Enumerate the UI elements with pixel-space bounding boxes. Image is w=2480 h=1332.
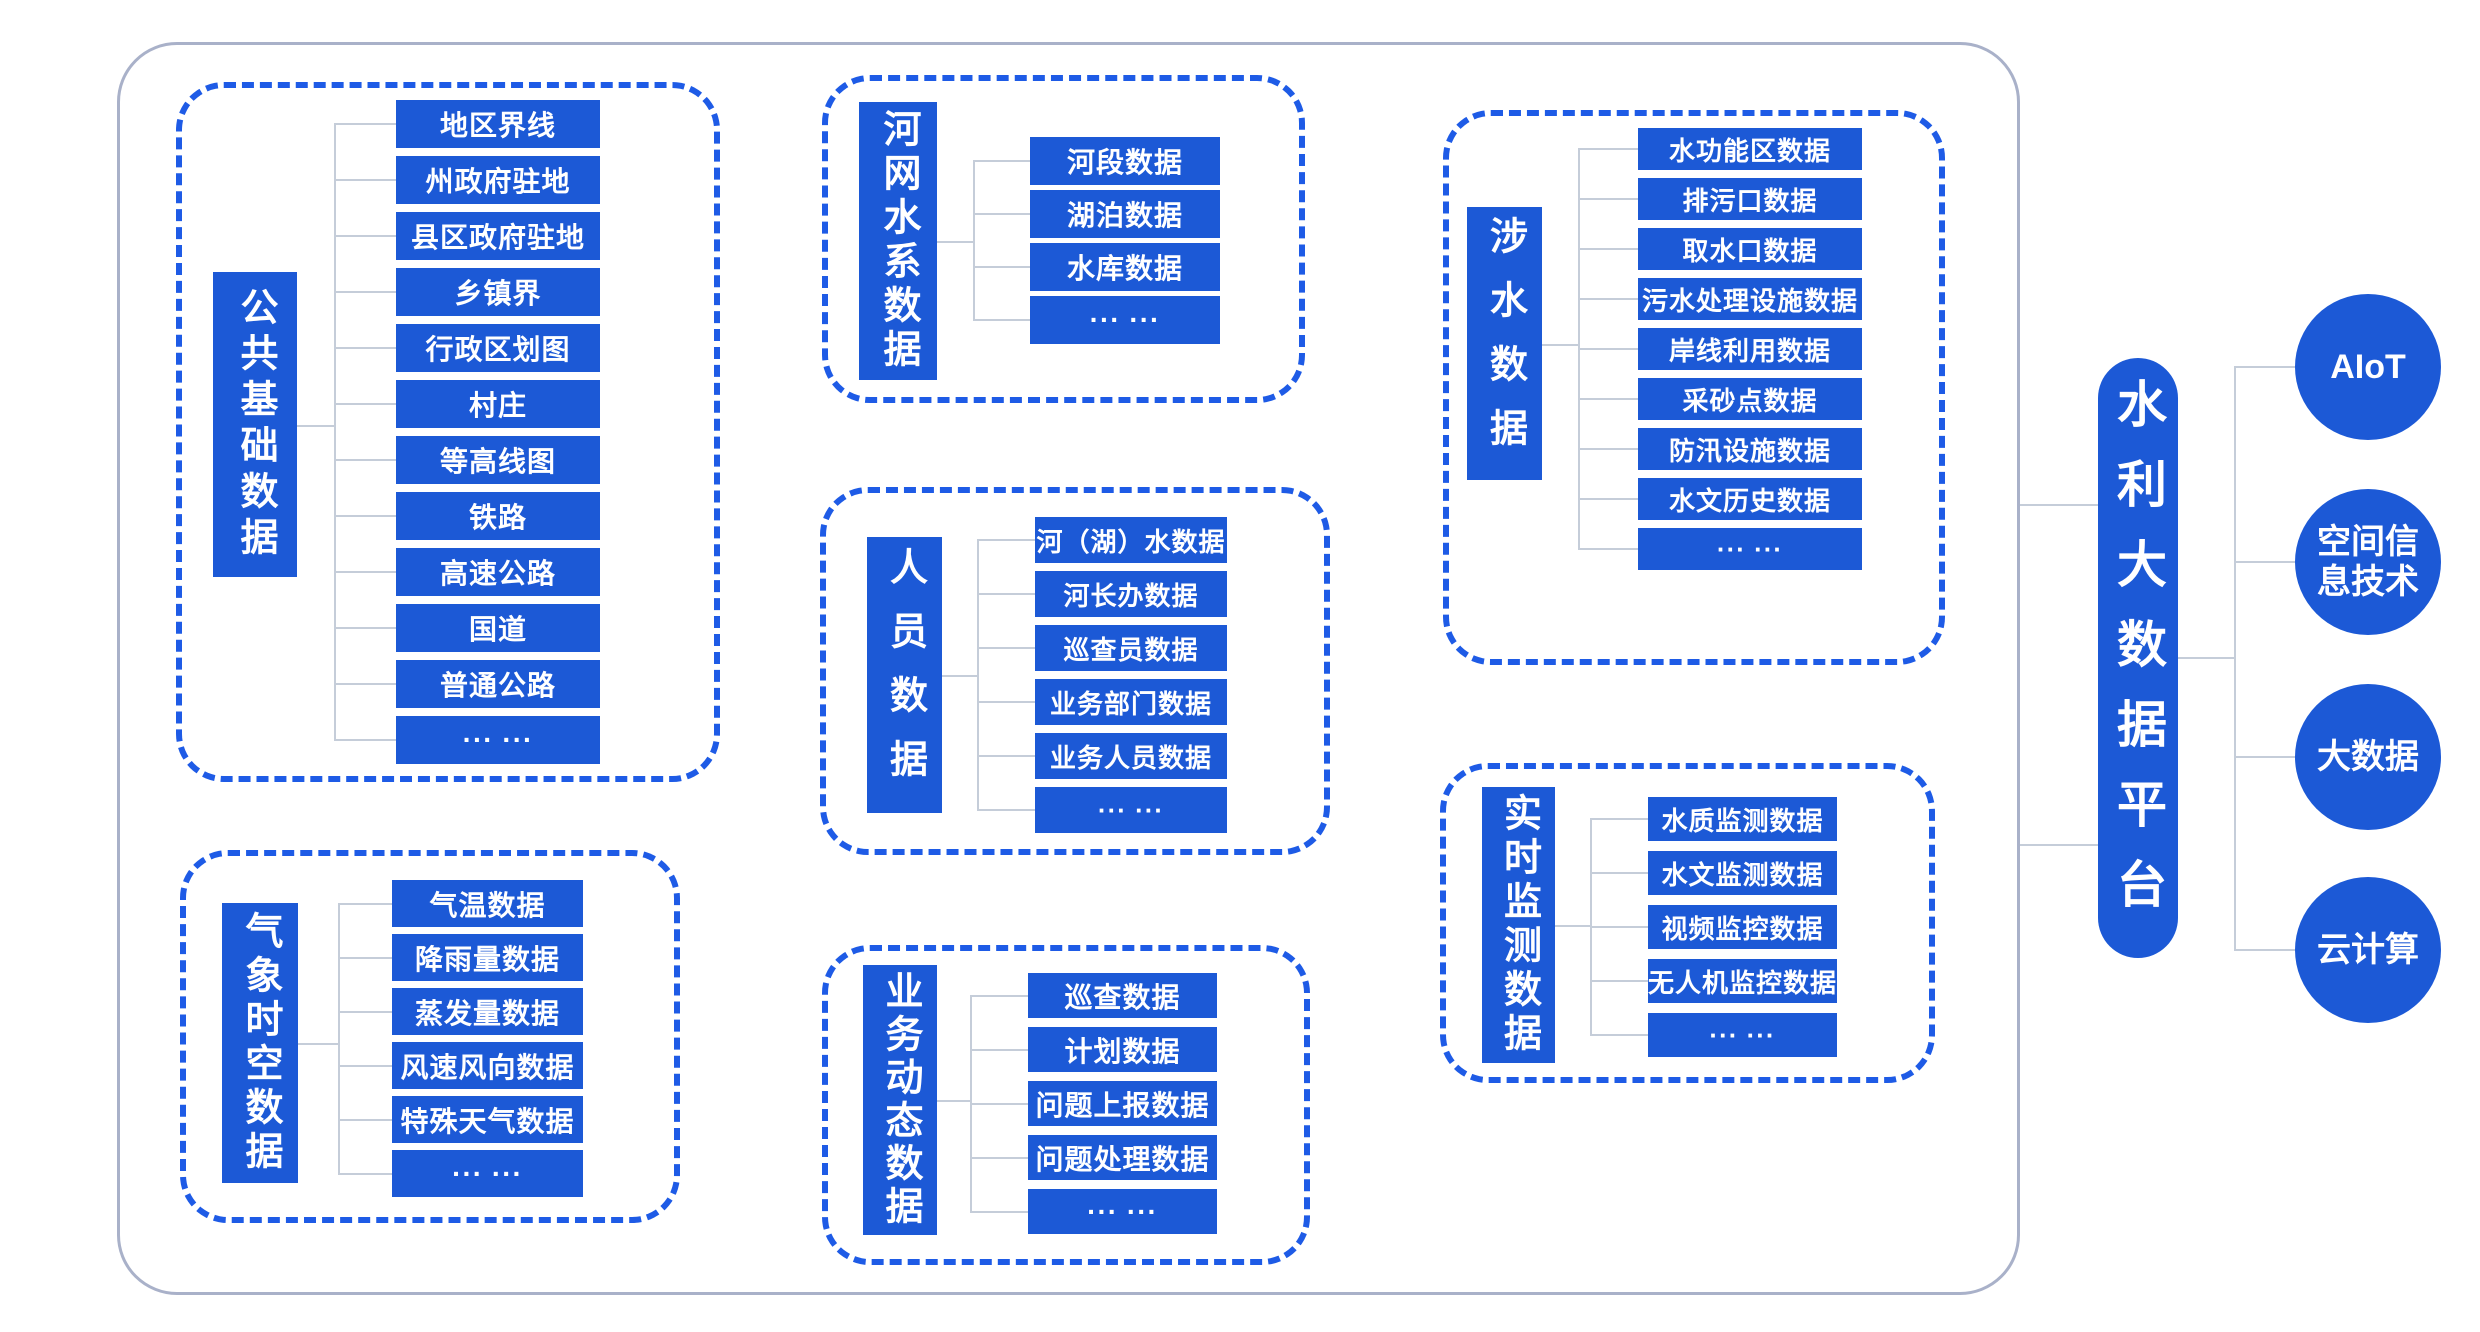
item-box: 取水口数据 [1578, 228, 1862, 270]
item-box: 采砂点数据 [1578, 378, 1862, 420]
item-box: 问题处理数据 [970, 1135, 1217, 1180]
connector-tech-trunk [2234, 367, 2236, 950]
item-box: 等高线图 [334, 436, 600, 484]
item-box: 特殊天气数据 [338, 1096, 583, 1143]
item-box: 巡查数据 [970, 973, 1217, 1018]
item-box: 湖泊数据 [973, 190, 1220, 238]
tech-circle-spatial-info: 空间信息技术 [2295, 489, 2441, 635]
item-box: ··· ··· [973, 296, 1220, 344]
group-items-realtime-monitoring-data: 水质监测数据水文监测数据视频监控数据无人机监控数据 ··· ··· [1590, 797, 1837, 1057]
group-box-water-related-data [1443, 110, 1945, 665]
item-box: 水库数据 [973, 243, 1220, 291]
item-box: ··· ··· [970, 1189, 1217, 1234]
group-box-business-dynamic-data [822, 945, 1310, 1265]
group-items-water-related-data: 水功能区数据排污口数据取水口数据污水处理设施数据岸线利用数据采砂点数据防汛设施数… [1578, 128, 1862, 570]
connector-container-to-platform-bottom [2020, 844, 2098, 846]
tech-circle-bigdata: 大数据 [2295, 684, 2441, 830]
item-box: 视频监控数据 [1590, 905, 1837, 949]
item-box: 问题上报数据 [970, 1081, 1217, 1126]
item-box: 河段数据 [973, 137, 1220, 185]
item-box: ··· ··· [1590, 1013, 1837, 1057]
item-box: 无人机监控数据 [1590, 959, 1837, 1003]
group-items-personnel-data: 河（湖）水数据河长办数据巡查员数据业务部门数据业务人员数据 ··· ··· [977, 517, 1227, 833]
connector-trunk-to-spatial-info [2234, 561, 2295, 563]
tech-circle-aiot: AIoT [2295, 294, 2441, 440]
platform-pill: 水利大数据平台 [2098, 358, 2178, 958]
group-box-river-network-data [822, 75, 1305, 403]
item-box: ··· ··· [338, 1150, 583, 1197]
item-box: 降雨量数据 [338, 934, 583, 981]
item-box: 业务部门数据 [977, 679, 1227, 725]
item-box: 业务人员数据 [977, 733, 1227, 779]
group-label-realtime-monitoring-data: 实时监测数据 [1482, 787, 1590, 1063]
group-items-meteorological-data: 气温数据降雨量数据蒸发量数据风速风向数据特殊天气数据 ··· ··· [338, 880, 583, 1197]
connector-trunk-to-aiot [2234, 366, 2295, 368]
item-box: 乡镇界 [334, 268, 600, 316]
group-label-river-network-data: 河网水系数据 [859, 102, 973, 380]
group-box-realtime-monitoring-data [1440, 763, 1935, 1083]
group-box-personnel-data [820, 487, 1330, 855]
item-box: 风速风向数据 [338, 1042, 583, 1089]
group-label-personnel-data: 人员数据 [867, 537, 977, 813]
item-box: 地区界线 [334, 100, 600, 148]
item-box: 铁路 [334, 492, 600, 540]
item-box: 县区政府驻地 [334, 212, 600, 260]
group-label-business-dynamic-data: 业务动态数据 [863, 965, 970, 1235]
item-box: 污水处理设施数据 [1578, 278, 1862, 320]
item-box: 排污口数据 [1578, 178, 1862, 220]
group-items-public-basic-data: 地区界线州政府驻地县区政府驻地乡镇界行政区划图村庄等高线图铁路高速公路国道普通公… [334, 100, 600, 764]
item-box: 巡查员数据 [977, 625, 1227, 671]
item-box: 计划数据 [970, 1027, 1217, 1072]
group-label-public-basic-data: 公共基础数据 [213, 272, 334, 577]
item-box: 河（湖）水数据 [977, 517, 1227, 563]
connector-platform-to-trunk [2178, 657, 2234, 659]
item-box: 蒸发量数据 [338, 988, 583, 1035]
group-box-meteorological-data [180, 850, 680, 1223]
group-label-water-related-data: 涉水数据 [1467, 207, 1578, 480]
connector-container-to-platform-top [2020, 504, 2098, 506]
item-box: 高速公路 [334, 548, 600, 596]
item-box: 水功能区数据 [1578, 128, 1862, 170]
item-box: 州政府驻地 [334, 156, 600, 204]
group-box-public-basic-data [176, 82, 720, 782]
group-label-meteorological-data: 气象时空数据 [222, 903, 338, 1183]
item-box: 国道 [334, 604, 600, 652]
item-box: 防汛设施数据 [1578, 428, 1862, 470]
item-box: ··· ··· [977, 787, 1227, 833]
item-box: 岸线利用数据 [1578, 328, 1862, 370]
group-items-river-network-data: 河段数据湖泊数据水库数据 ··· ··· [973, 137, 1220, 344]
item-box: 水文监测数据 [1590, 851, 1837, 895]
connector-trunk-to-cloud [2234, 949, 2295, 951]
item-box: 水质监测数据 [1590, 797, 1837, 841]
item-box: ··· ··· [1578, 528, 1862, 570]
item-box: 气温数据 [338, 880, 583, 927]
item-box: 村庄 [334, 380, 600, 428]
connector-trunk-to-bigdata [2234, 756, 2295, 758]
item-box: 行政区划图 [334, 324, 600, 372]
group-items-business-dynamic-data: 巡查数据计划数据问题上报数据问题处理数据 ··· ··· [970, 973, 1217, 1234]
tech-circle-cloud: 云计算 [2295, 877, 2441, 1023]
item-box: ··· ··· [334, 716, 600, 764]
item-box: 普通公路 [334, 660, 600, 708]
item-box: 河长办数据 [977, 571, 1227, 617]
item-box: 水文历史数据 [1578, 478, 1862, 520]
